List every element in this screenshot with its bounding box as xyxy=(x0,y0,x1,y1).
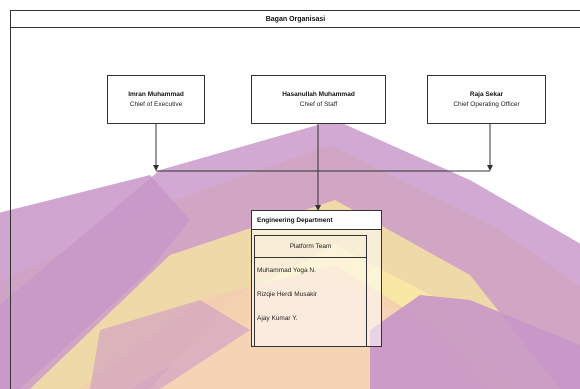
exec-name: Imran Muhammad xyxy=(128,90,184,98)
connector-coo-arrow xyxy=(487,165,493,171)
department-node[interactable]: Engineering Department Platform Team Muh… xyxy=(251,210,382,347)
exec-node-cos[interactable]: Hasanullah Muhammad Chief of Staff xyxy=(251,75,386,124)
team-name: Platform Team xyxy=(255,236,366,258)
team-member: Rizqie Herdi Musakir xyxy=(257,290,317,298)
exec-node-coo[interactable]: Raja Sekar Chief Operating Officer xyxy=(427,75,546,124)
diagram-frame: Bagan Organisasi xyxy=(10,10,580,389)
team-member: Ajay Kumar Y. xyxy=(257,314,298,322)
diagram-title-bar: Bagan Organisasi xyxy=(11,11,580,28)
exec-role: Chief Operating Officer xyxy=(453,100,520,108)
team-member: Muhammad Yoga N. xyxy=(257,266,316,274)
exec-node-ceo[interactable]: Imran Muhammad Chief of Executive xyxy=(107,75,205,124)
exec-name: Raja Sekar xyxy=(469,90,504,98)
team-node[interactable]: Platform Team Muhammad Yoga N. Rizqie He… xyxy=(254,235,367,346)
exec-role: Chief of Executive xyxy=(129,100,183,108)
diagram-title: Bagan Organisasi xyxy=(265,15,326,23)
connector-ceo-arrow xyxy=(153,165,159,171)
connector-dept-arrow xyxy=(315,205,321,211)
department-name: Engineering Department xyxy=(252,211,381,230)
exec-name: Hasanullah Muhammad xyxy=(282,90,355,98)
exec-role: Chief of Staff xyxy=(299,100,338,108)
